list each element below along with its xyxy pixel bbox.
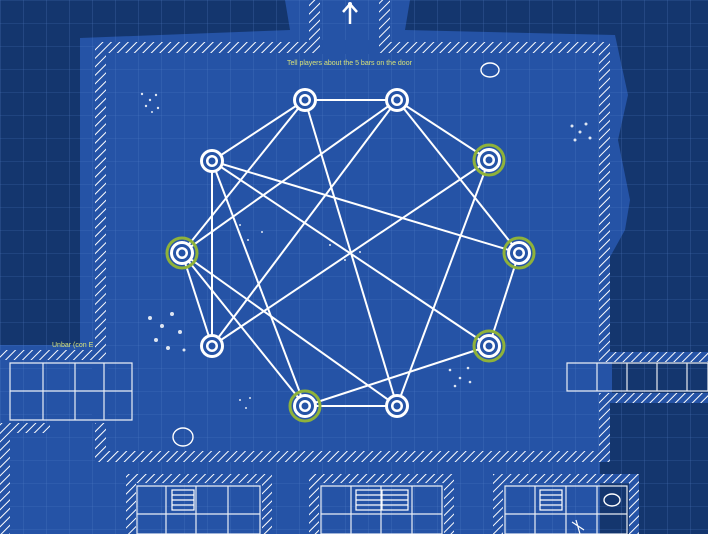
rubble-icon	[140, 92, 592, 409]
puzzle-link	[396, 99, 490, 161]
puzzle-link	[396, 159, 490, 407]
puzzle-link	[211, 99, 306, 162]
room-note: Tell players about the 5 bars on the doo…	[287, 60, 412, 67]
puzzle-link	[181, 99, 306, 254]
puzzle-node[interactable]	[288, 389, 322, 423]
crate-icon	[171, 489, 563, 511]
puzzle-link	[181, 99, 398, 254]
barrel-icon	[172, 62, 621, 507]
puzzle-node[interactable]	[165, 236, 199, 270]
puzzle-link	[304, 345, 490, 407]
puzzle-link	[181, 252, 398, 407]
puzzle-node[interactable]	[472, 143, 506, 177]
exit-arrow-icon[interactable]	[342, 2, 358, 24]
corridor-note: Unbar (con E	[52, 342, 94, 349]
puzzle-node[interactable]	[293, 88, 317, 112]
puzzle-node[interactable]	[502, 236, 536, 270]
puzzle-link	[211, 160, 520, 254]
puzzle-node[interactable]	[200, 334, 224, 358]
puzzle-link	[181, 252, 306, 407]
tiled-floors	[9, 362, 708, 534]
puzzle-link	[211, 160, 490, 347]
puzzle-link	[396, 99, 520, 254]
puzzle-node[interactable]	[385, 394, 409, 418]
puzzle-node[interactable]	[200, 149, 224, 173]
puzzle-node[interactable]	[472, 329, 506, 363]
puzzle-node[interactable]	[385, 88, 409, 112]
puzzle-nodes	[165, 88, 536, 423]
puzzle-link	[211, 160, 306, 407]
skeleton-icon	[571, 519, 585, 534]
